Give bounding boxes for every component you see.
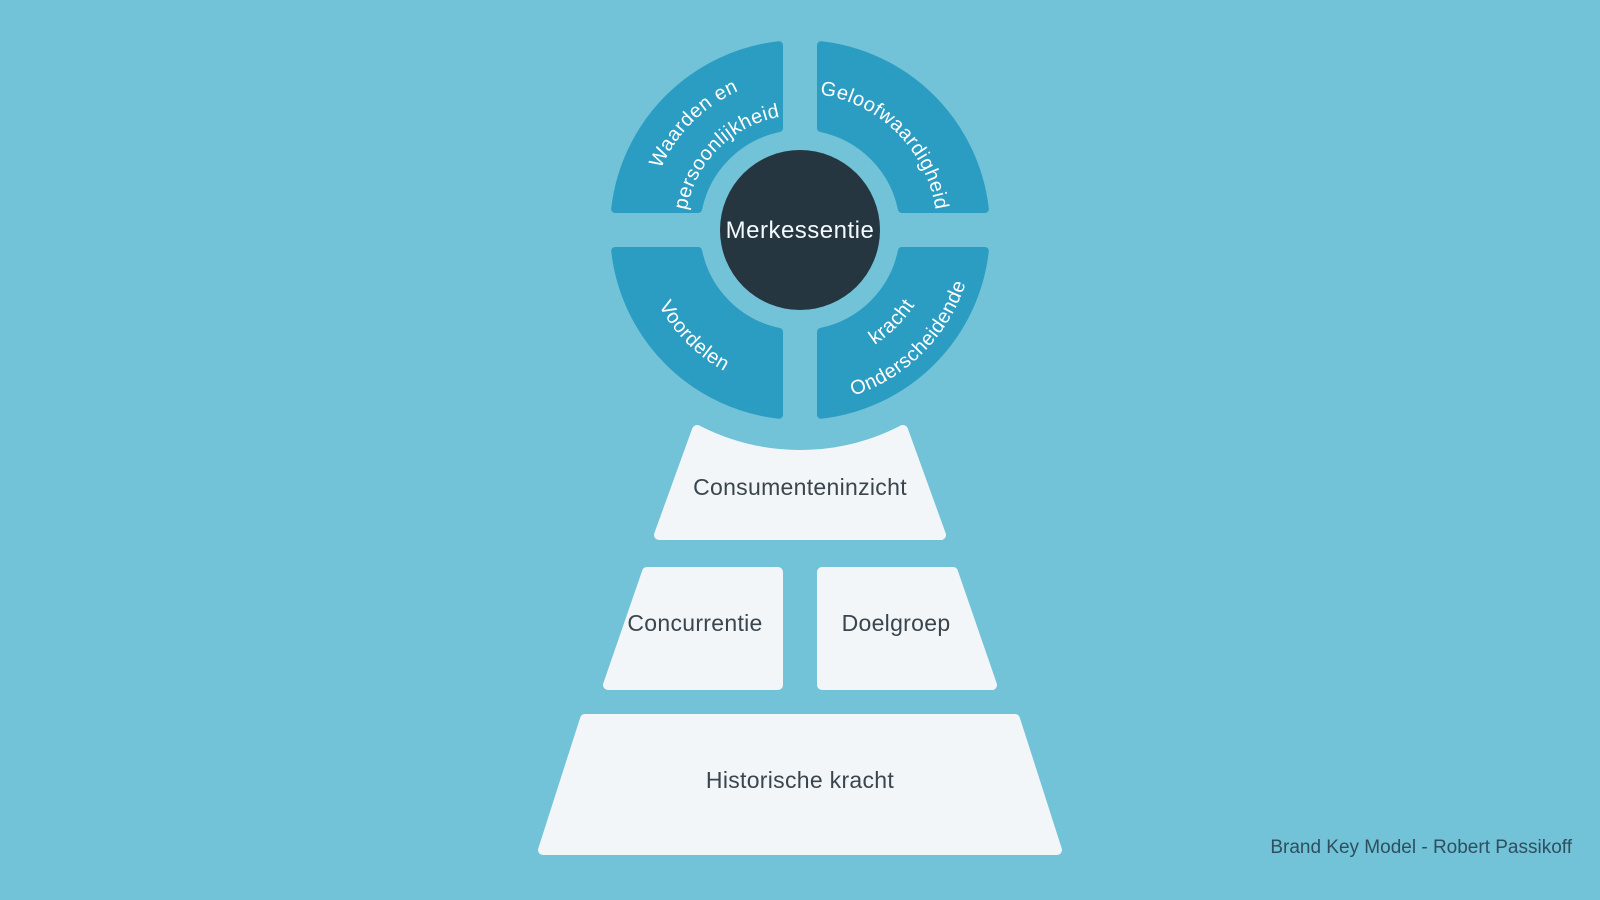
- pyramid-label-historical-power: Historische kracht: [706, 767, 894, 793]
- brand-essence-circle: [720, 150, 880, 310]
- pyramid-block-target-group: [817, 567, 997, 690]
- pyramid-label-competition: Concurrentie: [627, 610, 762, 636]
- pyramid-block-historical-power: [538, 714, 1062, 855]
- pyramid-block-consumer-insight: [654, 425, 946, 540]
- ring-segment-credibility: [817, 41, 989, 213]
- brand-essence-label: Merkessentie: [726, 217, 875, 244]
- pyramid-block-competition: [603, 567, 783, 690]
- ring-segment-values-personality: [611, 41, 783, 213]
- pyramid-label-target-group: Doelgroep: [842, 610, 951, 636]
- attribution-text: Brand Key Model - Robert Passikoff: [1270, 837, 1572, 858]
- ring-segment-distinctive-power: [817, 247, 989, 419]
- pyramid-label-consumer-insight: Consumenteninzicht: [693, 474, 907, 500]
- ring-segment-benefits: [611, 247, 783, 419]
